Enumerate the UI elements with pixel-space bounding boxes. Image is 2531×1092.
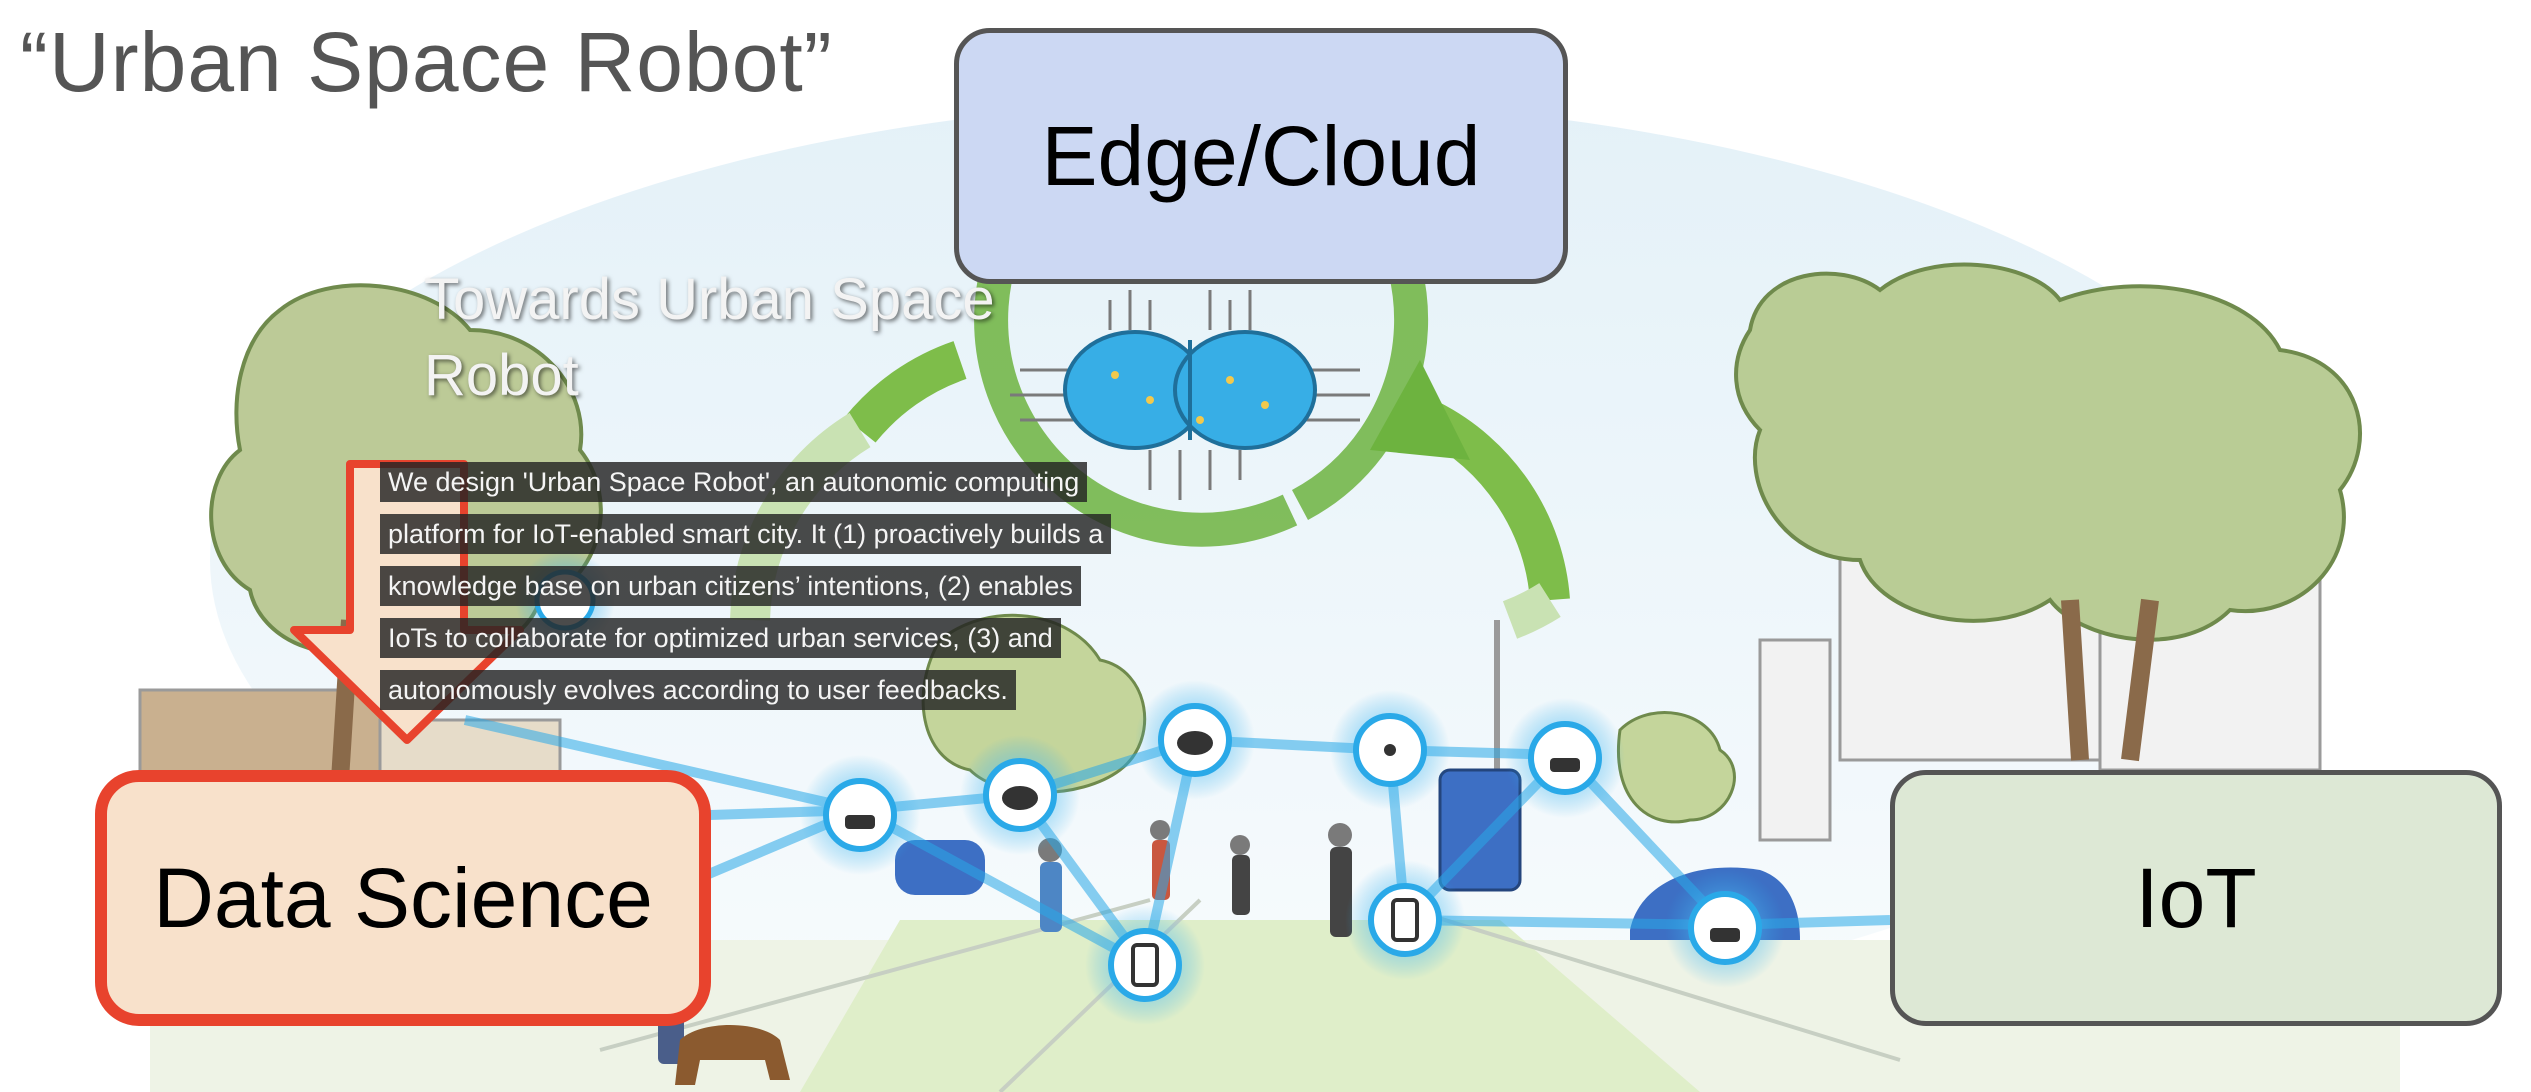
car-left — [895, 840, 985, 895]
node-camera-1 — [960, 735, 1080, 855]
cycle-arrowhead-right — [1370, 360, 1470, 460]
node-tablet-2 — [1345, 860, 1465, 980]
node-car-3 — [1665, 868, 1785, 988]
node-antenna — [1330, 690, 1450, 810]
node-car-2 — [1505, 698, 1625, 818]
trees — [209, 262, 2362, 824]
overlay-heading-line-2: Robot — [424, 343, 579, 408]
overlay-heading-line-1: Towards Urban Space — [424, 267, 995, 332]
data-science-box: Data Science — [95, 770, 711, 1026]
description-line-1: We design 'Urban Space Robot', an autono… — [380, 462, 1088, 502]
iot-box: IoT — [1890, 770, 2502, 1026]
overlay-description: We design 'Urban Space Robot', an autono… — [380, 462, 1200, 722]
node-tablet-1 — [1085, 905, 1205, 1025]
slide-title: “Urban Space Robot” — [20, 15, 833, 109]
brain-circuit-icon — [1010, 290, 1370, 500]
overlay-heading: Towards Urban Space Robot — [424, 262, 1064, 414]
cycle-arrow-left — [844, 341, 967, 443]
node-car-1 — [800, 755, 920, 875]
cycle-arrow-right-fade — [1502, 582, 1561, 639]
street-median — [800, 920, 1700, 1092]
node-camera-2 — [1135, 680, 1255, 800]
dog — [675, 1025, 790, 1085]
description-line-3: knowledge base on urban citizens’ intent… — [380, 566, 1081, 606]
description-line-4: IoTs to collaborate for optimized urban … — [380, 618, 1061, 658]
edge-cloud-box: Edge/Cloud — [954, 28, 1568, 284]
description-line-2: platform for IoT-enabled smart city. It … — [380, 514, 1112, 554]
description-line-5: autonomously evolves according to user f… — [380, 670, 1016, 710]
iot-nodes — [515, 550, 1785, 1025]
